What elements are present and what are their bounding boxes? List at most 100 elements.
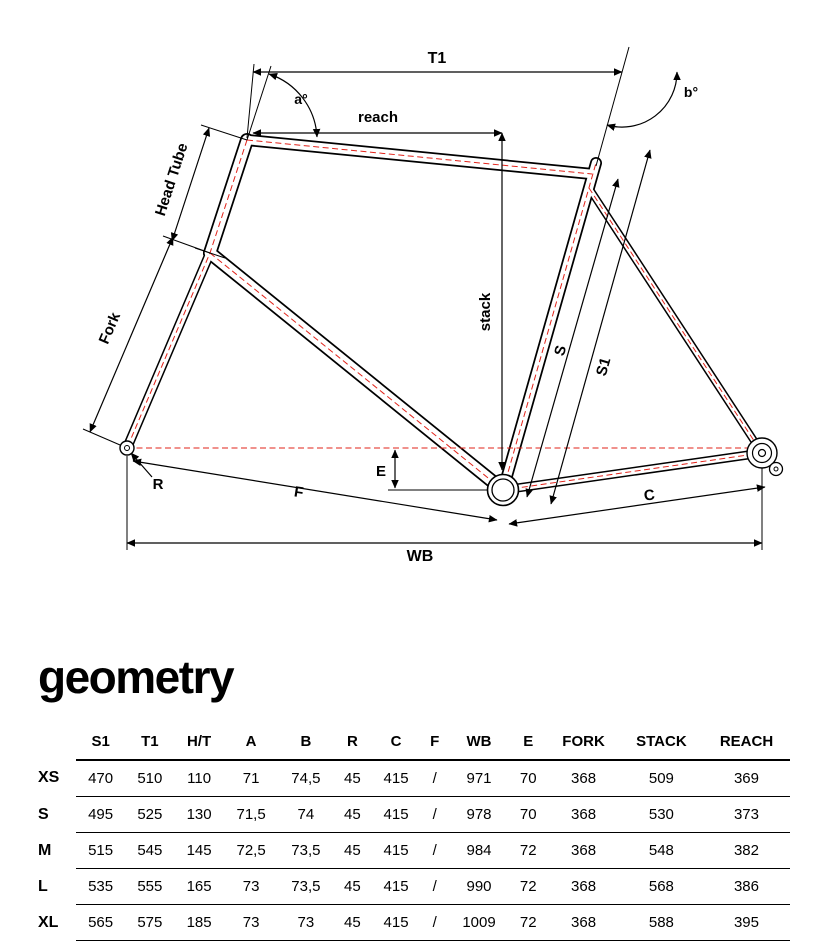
rear-dropout: [746, 437, 778, 469]
table-cell: 45: [333, 868, 372, 905]
table-cell: /: [420, 832, 449, 869]
column-header-f: F: [420, 724, 449, 761]
column-header-fork: FORK: [547, 724, 620, 761]
table-cell: 369: [702, 760, 790, 797]
label-wb: WB: [407, 548, 434, 565]
table-cell: /: [420, 796, 449, 833]
row-size-label: S: [38, 805, 49, 823]
label-fork: Fork: [96, 309, 125, 346]
table-cell: 984: [448, 832, 510, 869]
table-cell: 45: [333, 796, 372, 833]
label-reach: reach: [358, 109, 398, 126]
table-cell: 530: [619, 796, 703, 833]
dimension-lines: [82, 46, 766, 550]
frame-geometry-diagram: T1 a° b° reach Head Tube Fork stack S S1…: [82, 46, 784, 565]
label-head-tube: Head Tube: [152, 141, 192, 218]
table-cell: 73: [223, 868, 279, 905]
table-cell: 71: [223, 760, 279, 797]
table-cell: 110: [174, 760, 224, 797]
row-size-label: XS: [38, 769, 60, 787]
label-e: E: [376, 463, 386, 480]
column-header-t1: T1: [125, 724, 175, 761]
column-header-b: B: [278, 724, 334, 761]
column-header-h-t: H/T: [174, 724, 224, 761]
label-angle-a: a°: [294, 91, 307, 107]
table-cell: 73: [223, 904, 279, 941]
column-header-r: R: [333, 724, 372, 761]
label-f: F: [293, 483, 305, 501]
column-header-e: E: [509, 724, 548, 761]
table-cell: 415: [371, 760, 421, 797]
table-cell: 415: [371, 796, 421, 833]
column-header-a: A: [223, 724, 279, 761]
table-cell: 990: [448, 868, 510, 905]
label-s1: S1: [593, 356, 614, 378]
table-cell: 368: [547, 760, 620, 797]
table-cell: 45: [333, 760, 372, 797]
table-cell: 72: [509, 832, 548, 869]
table-cell: 368: [547, 904, 620, 941]
table-cell: 72,5: [223, 832, 279, 869]
table-cell: 368: [547, 796, 620, 833]
table-cell: 555: [125, 868, 175, 905]
row-size-label: M: [38, 841, 52, 859]
table-cell: /: [420, 760, 449, 797]
table-cell: 145: [174, 832, 224, 869]
label-angle-b: b°: [684, 84, 698, 100]
table-cell: 415: [371, 904, 421, 941]
table-cell: 386: [702, 868, 790, 905]
table-cell: 548: [619, 832, 703, 869]
table-cell: /: [420, 868, 449, 905]
table-cell: 415: [371, 832, 421, 869]
frame-geometry-svg: T1 a° b° reach Head Tube Fork stack S S1…: [82, 46, 784, 565]
table-cell: 545: [125, 832, 175, 869]
table-cell: 495: [76, 796, 126, 833]
table-cell: 568: [619, 868, 703, 905]
table-cell: 165: [174, 868, 224, 905]
row-size-label: L: [38, 877, 48, 895]
table-cell: 509: [619, 760, 703, 797]
table-cell: 1009: [448, 904, 510, 941]
corner-cell: [38, 724, 76, 760]
table-cell: /: [420, 904, 449, 941]
table-cell: 73,5: [278, 832, 334, 869]
label-r: R: [153, 476, 164, 493]
label-t1: T1: [428, 50, 447, 67]
table-cell: 368: [547, 868, 620, 905]
table-cell: 415: [371, 868, 421, 905]
column-header-s1: S1: [76, 724, 126, 761]
table-cell: 515: [76, 832, 126, 869]
table-cell: 575: [125, 904, 175, 941]
column-header-reach: REACH: [702, 724, 790, 761]
table-cell: 45: [333, 832, 372, 869]
table-cell: 588: [619, 904, 703, 941]
table-cell: 971: [448, 760, 510, 797]
table-cell: 45: [333, 904, 372, 941]
table-cell: 70: [509, 796, 548, 833]
column-header-wb: WB: [448, 724, 510, 761]
column-header-stack: STACK: [619, 724, 703, 761]
label-s: S: [551, 344, 570, 358]
table-cell: 185: [174, 904, 224, 941]
table-cell: 74: [278, 796, 334, 833]
table-cell: 382: [702, 832, 790, 869]
table-cell: 525: [125, 796, 175, 833]
table-cell: 130: [174, 796, 224, 833]
table-cell: 978: [448, 796, 510, 833]
table-cell: 73: [278, 904, 334, 941]
row-size-label: XL: [38, 913, 59, 931]
label-stack: stack: [477, 292, 494, 331]
table-cell: 565: [76, 904, 126, 941]
frame-outline: [122, 133, 767, 497]
table-cell: 368: [547, 832, 620, 869]
table-cell: 72: [509, 868, 548, 905]
table-cell: 71,5: [223, 796, 279, 833]
table-cell: 70: [509, 760, 548, 797]
